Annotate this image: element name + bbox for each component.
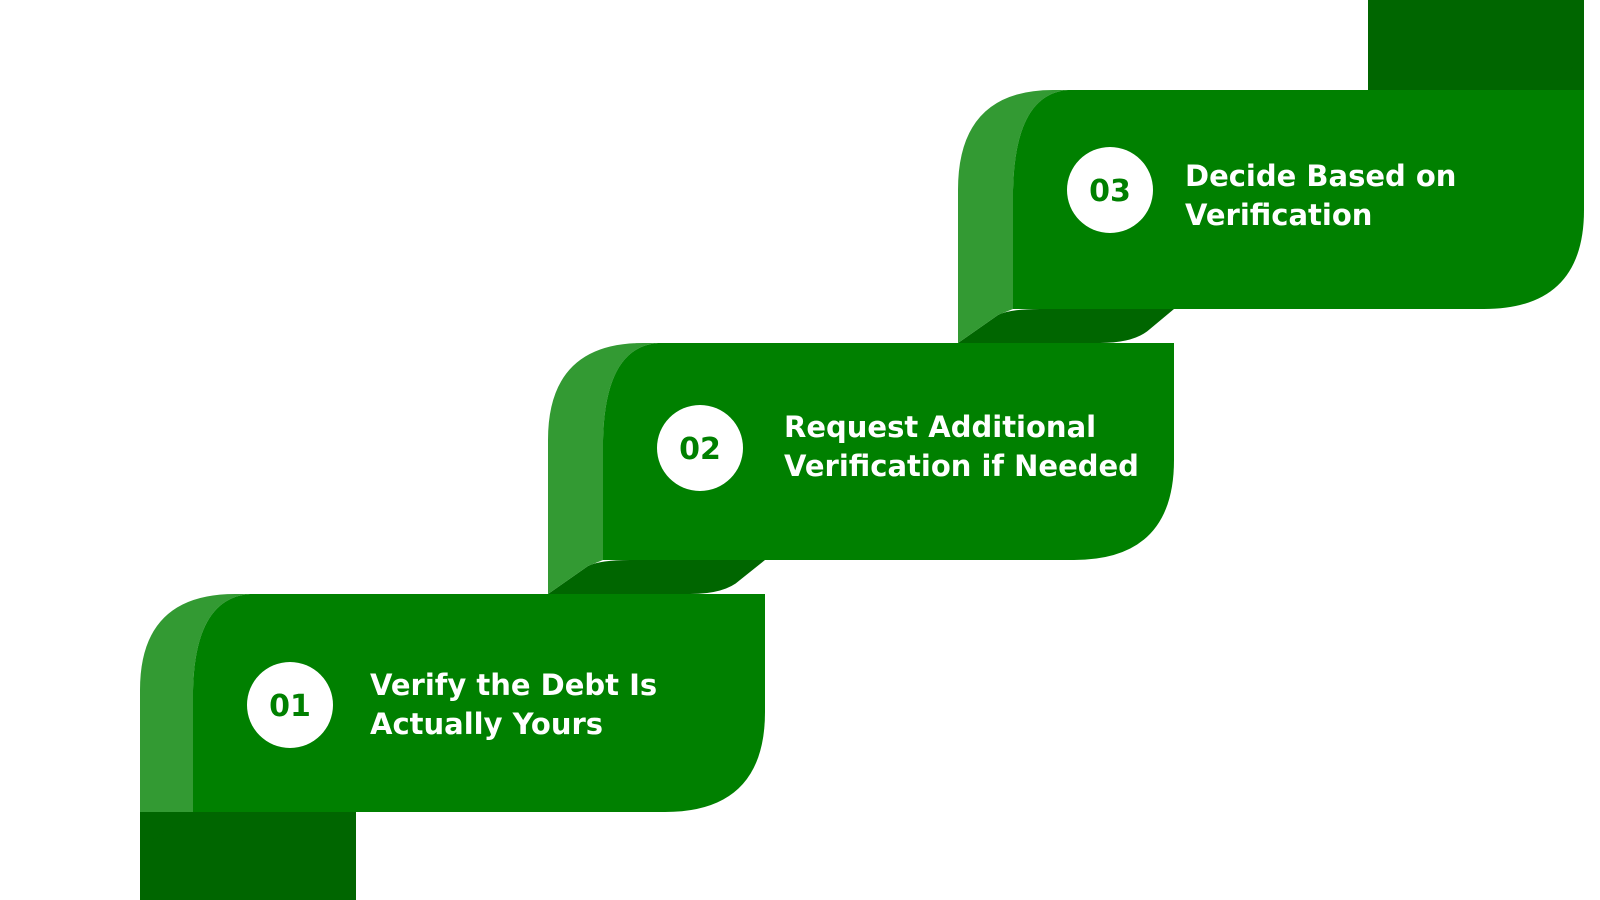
ribbon-fold-bottom (140, 812, 356, 850)
step-3: 03 Decide Based on Verification (958, 0, 1584, 343)
fold-2-3 (958, 309, 1174, 343)
step-1: 01 Verify the Debt Is Actually Yours (140, 594, 765, 848)
step-1-fold-bottom (140, 812, 356, 848)
step-3-title-line-1: Decide Based on (1185, 159, 1456, 193)
step-2-title-line-2: Verification if Needed (784, 449, 1139, 483)
step-1-title-line-2: Actually Yours (370, 707, 603, 741)
step-1-fold-left (140, 594, 250, 812)
step-2-title-line-1: Request Additional (784, 410, 1096, 444)
step-2-ribbon (603, 343, 1174, 560)
step-2: 02 Request Additional Verification if Ne… (548, 343, 1174, 594)
step-3-number: 03 (1089, 174, 1131, 209)
step-2-badge (657, 405, 743, 491)
step-3-title-line-2: Verification (1185, 198, 1372, 232)
step-1-title-line-1: Verify the Debt Is (370, 668, 657, 702)
step-3-ribbon (1013, 90, 1584, 309)
step-1-ribbon (193, 594, 765, 812)
fold-1-2 (548, 560, 765, 594)
step-3-fold-top (1368, 0, 1584, 90)
step-3-badge (1067, 147, 1153, 233)
step-1-number: 01 (269, 689, 311, 724)
step-1-badge (247, 662, 333, 748)
step-2-number: 02 (679, 432, 721, 467)
